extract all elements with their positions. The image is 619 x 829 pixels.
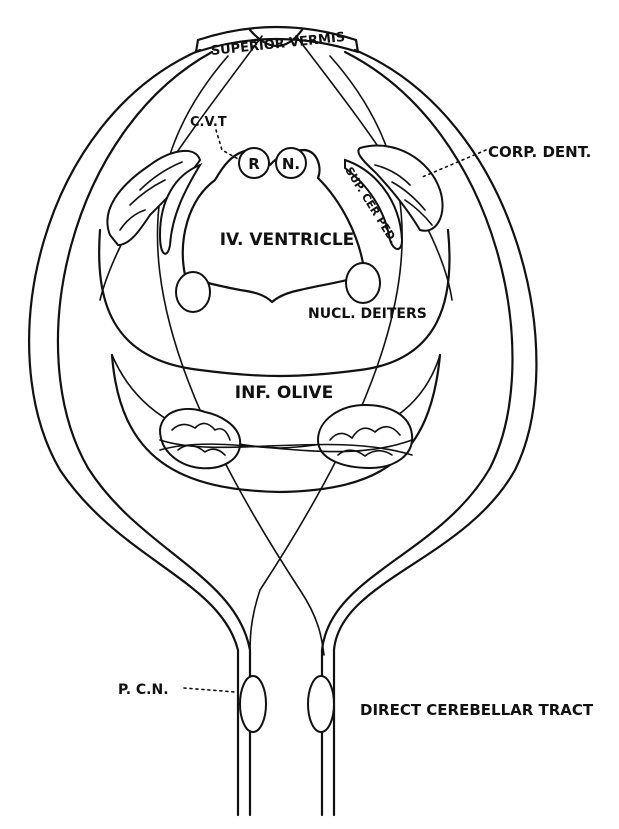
nucl-deiters-label: NUCL. DEITERS	[308, 306, 427, 322]
superior-vermis-label: SUPERIOR VERMIS	[210, 30, 346, 59]
direct-cerebellar-tract-oval	[308, 676, 334, 732]
nucl-deiters-left	[176, 272, 210, 312]
inf-olive-right	[318, 405, 412, 468]
r-label: R	[248, 155, 260, 173]
n-label: N.	[282, 155, 300, 173]
pcn-label: P. C.N.	[118, 682, 169, 698]
inf-olive-label: INF. OLIVE	[235, 383, 333, 403]
iv-ventricle-label: IV. VENTRICLE	[220, 230, 355, 250]
corp-dent-label: CORP. DENT.	[488, 143, 591, 161]
direct-cerebellar-tract-label: DIRECT CEREBELLAR TRACT	[360, 701, 594, 719]
pcn-oval	[240, 676, 266, 732]
inf-olive-left	[160, 409, 240, 468]
iv-ventricle-outline	[183, 150, 365, 302]
pcn-leader	[184, 688, 235, 692]
nucl-deiters-right	[346, 263, 380, 303]
cvt-label: C.V.T	[190, 115, 227, 130]
corpus-dentatum-left	[107, 151, 200, 245]
